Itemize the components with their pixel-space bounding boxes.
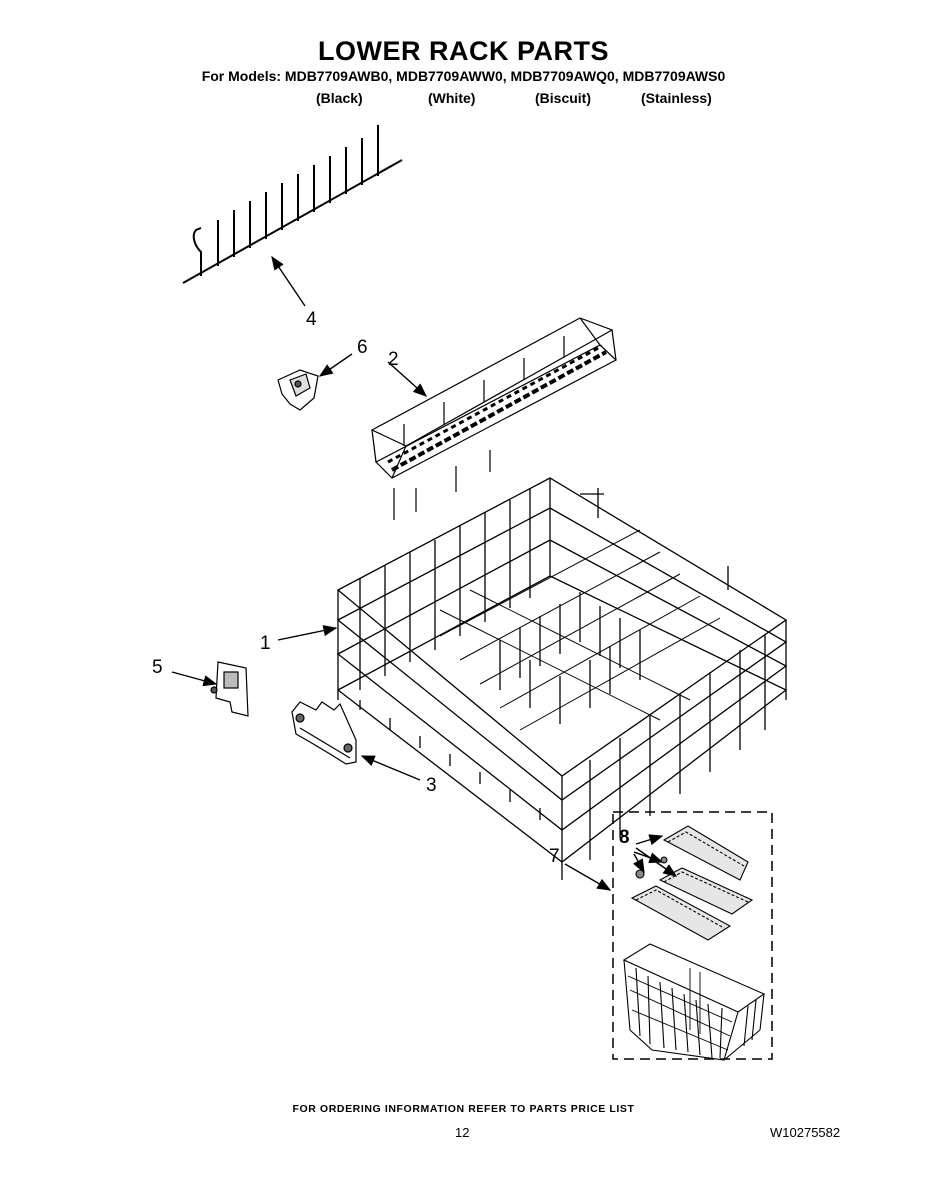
cutlery-basket-group-box	[612, 811, 773, 1060]
clip-part	[277, 369, 319, 411]
callout-2: 2	[388, 349, 399, 370]
callout-8: 8	[619, 827, 630, 848]
variant-white: (White)	[428, 90, 476, 106]
ordering-note: FOR ORDERING INFORMATION REFER TO PARTS …	[292, 1103, 635, 1115]
variant-stainless: (Stainless)	[641, 90, 712, 106]
document-number: W10275582	[770, 1125, 841, 1140]
callout-6: 6	[357, 337, 368, 358]
callout-leaders	[171, 255, 678, 891]
cutlery-basket-part	[622, 943, 766, 1061]
page-title: LOWER RACK PARTS	[318, 36, 609, 66]
tine-rack-part	[370, 317, 618, 520]
tine-row-part	[182, 125, 403, 284]
model-list: For Models: MDB7709AWB0, MDB7709AWW0, MD…	[201, 68, 726, 84]
bumper-part	[291, 701, 357, 765]
callout-4: 4	[306, 309, 317, 330]
callout-1: 1	[260, 633, 271, 654]
page-number: 12	[455, 1125, 470, 1140]
side-clip-part	[210, 661, 249, 717]
variant-black: (Black)	[316, 90, 363, 106]
callout-7: 7	[549, 846, 560, 867]
callout-3: 3	[426, 775, 437, 796]
basket-cover-part	[630, 825, 754, 941]
lower-rack-part	[336, 477, 788, 880]
variant-biscuit: (Biscuit)	[535, 90, 591, 106]
callout-5: 5	[152, 657, 163, 678]
